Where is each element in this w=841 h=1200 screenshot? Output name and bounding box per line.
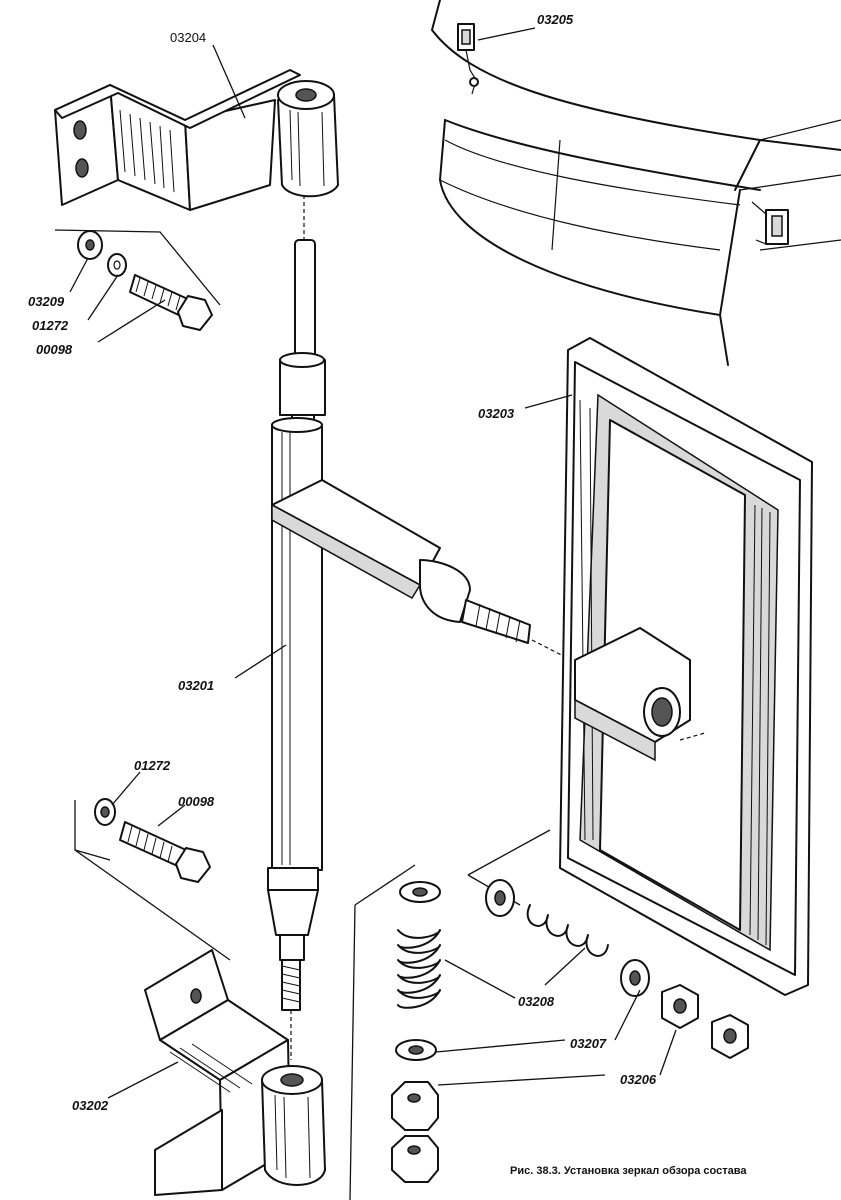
label-01272-top: 01272 xyxy=(32,318,69,333)
upper-fasteners xyxy=(54,229,221,331)
label-03204: 03204 xyxy=(170,30,206,45)
figure-caption: Рис. 38.3. Установка зеркал обзора соста… xyxy=(510,1165,747,1177)
label-03201: 03201 xyxy=(178,678,214,693)
mirror-clip-top xyxy=(457,23,479,95)
label-03207: 03207 xyxy=(570,1036,607,1051)
label-03209: 03209 xyxy=(28,294,65,309)
label-00098-top: 00098 xyxy=(36,342,73,357)
label-03205: 03205 xyxy=(537,12,574,27)
leader-lines xyxy=(69,27,677,1099)
upper-bushing xyxy=(277,80,339,198)
vertical-shaft xyxy=(267,195,326,1060)
lower-bushing xyxy=(261,1065,326,1186)
label-03202: 03202 xyxy=(72,1098,109,1113)
mirror-fasteners xyxy=(467,829,749,1059)
mirror-assembly xyxy=(559,337,813,996)
part-labels: 03204 03205 03209 01272 00098 03203 0320… xyxy=(28,12,657,1113)
label-03208: 03208 xyxy=(518,994,555,1009)
label-03206: 03206 xyxy=(620,1072,657,1087)
mirror-clip-side xyxy=(751,201,789,245)
upper-bracket xyxy=(54,69,301,211)
label-01272-bottom: 01272 xyxy=(134,758,171,773)
cab-corner-outline xyxy=(431,0,841,366)
lower-fasteners xyxy=(74,798,231,961)
label-00098-bottom: 00098 xyxy=(178,794,215,809)
horizontal-arm xyxy=(271,479,576,663)
center-fasteners xyxy=(349,864,441,1200)
label-03203: 03203 xyxy=(478,406,515,421)
